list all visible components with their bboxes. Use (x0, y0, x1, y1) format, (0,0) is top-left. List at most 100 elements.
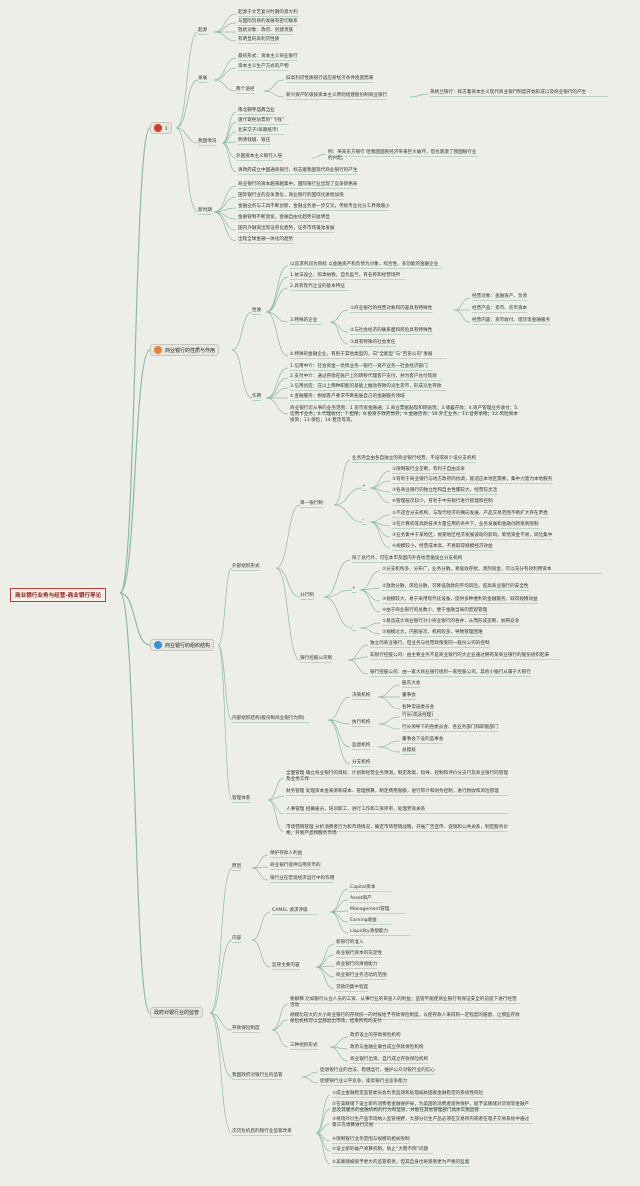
camel-item[interactable]: Capital资本 (350, 885, 376, 890)
origin-item[interactable]: 起源于文艺复兴时期的意大利 (238, 10, 298, 15)
decision-item[interactable]: 董事会 (402, 693, 416, 698)
execution-label[interactable]: 执行机构 (352, 720, 371, 725)
development-item[interactable]: 最初形式：资本主义商业银行 (238, 54, 298, 59)
path-item[interactable]: 新兴资产阶级按资本主义原则组建股份制商业银行 (286, 93, 388, 98)
deposit-item[interactable]: 要解释 比如银行从业人员的工资、从事行业的审查人的利益；监管不能使商业银行有保证… (290, 997, 517, 1008)
camel-item[interactable]: Earning收益 (350, 918, 377, 923)
unit-con[interactable]: ④规模较小，经营成本高，不易取得规模经济效益 (392, 544, 493, 549)
reason-item[interactable]: 保护存款人利益 (270, 851, 303, 856)
decision-item[interactable]: 各种常设委员会 (402, 705, 435, 710)
execution-item[interactable]: 行长(或总经理) (402, 713, 434, 718)
china-item[interactable]: 清政府成立中国通商银行，标志着我国现代商业银行的产生 (238, 168, 358, 173)
development-label[interactable]: 发展 (198, 76, 208, 81)
camel-item[interactable]: Asset资产 (350, 896, 372, 901)
branch-pro[interactable]: ③规模较大，易于采用现代化设备，提供多种便利的金融服务，取得规模效益 (382, 597, 538, 602)
unit-con[interactable]: ②在计算机等高新技术大量应用的条件下，业务发展和金融创新受到限制 (392, 522, 539, 527)
new-era-item[interactable]: 国内外融资出现证券化趋势，证券市场蓬勃发展 (238, 226, 335, 231)
china-item[interactable]: 南北朝寺庙典当业 (238, 108, 275, 113)
scope-label[interactable]: 监管主要内容 (272, 963, 300, 968)
china-reg-label[interactable]: 我国政府对银行业的监管 (232, 1073, 283, 1078)
china-item[interactable]: 唐代寄柜坊票的“飞钱” (238, 118, 285, 123)
pros-label[interactable]: + (352, 586, 356, 591)
branch-con[interactable]: ①易造成大商业银行对小商业银行的吞并，从而形成垄断，妨碍竞争 (382, 619, 520, 624)
nature-item[interactable]: 1.依法设立，照章纳税，自负盈亏，有名称和经营场所 (290, 273, 401, 278)
scope-item[interactable]: 商业银行资本的充足性 (336, 951, 382, 956)
nature-item[interactable]: 4.特殊的金融企业，有别于其他类型的，向“全能型”与“百货公司”发展 (290, 352, 433, 357)
role-item[interactable]: 2.支付中介：通过存款在账户上的转移代理客户支付，并为客户兑付现款 (290, 374, 437, 379)
crisis-item[interactable]: ②在美联储下设立新的消费者金融保护局，为美国的消费者提供保护，赋予美联储对贷款等… (332, 1102, 530, 1113)
unit-pro[interactable]: ③各商业银行的独立性和自主性都较大，经营较灵活 (392, 488, 498, 493)
nature-item[interactable]: 以追求利润为目标 以金融资产和负债为对象，综合性、多功能的金融企业 (290, 262, 439, 267)
object-item[interactable]: 经营产品：货币、货币资本 (472, 306, 528, 311)
china-item[interactable]: 明清钱铺、银庄 (238, 138, 271, 143)
deposit-label[interactable]: 存款保险制度 (232, 1026, 260, 1031)
hub-nature-role[interactable]: 商业银行的性质与作用 (150, 344, 220, 356)
management-item[interactable]: 市场营销管理 分析消费者行为和市场情况，确定市场营销战略，开展广告宣传、促销和公… (286, 825, 508, 836)
role-label[interactable]: 作用 (252, 394, 262, 399)
internal-label[interactable]: 内部组织结构(股份制商业银行为例) (232, 716, 305, 721)
agency-label[interactable]: 三种组织形式 (290, 1043, 318, 1048)
branch-label[interactable]: 分行制 (300, 593, 314, 598)
cons-label[interactable]: - (362, 518, 364, 523)
pros-label[interactable]: + (362, 484, 366, 489)
agency-item[interactable]: 政府与金融业联合成立存款保险机构 (350, 1045, 424, 1050)
new-era-item[interactable]: 金融管制不断放宽，金融自由化趋势日益明显 (238, 215, 330, 220)
paths-label[interactable]: 两个途径 (236, 87, 255, 92)
branch-pro[interactable]: ②放款分散，风险分散，可降低放款的平均风险，提高商业银行的安全性 (382, 584, 529, 589)
role-item[interactable]: 1.信用中介：社会资金—负债业务—银行—资产业务—社会经济部门 (290, 364, 428, 369)
cons-label[interactable]: - (352, 624, 354, 629)
scope-item[interactable]: 贷款的集中程度 (336, 985, 369, 990)
reason-item[interactable]: 银行业在宏观经济运行中的作用 (270, 876, 335, 881)
decision-label[interactable]: 决策机构 (352, 693, 371, 698)
management-item[interactable]: 人事管理 招募雇员，培训职工，进行工作和工资评审，处理劳资关系 (286, 807, 426, 812)
new-era-item[interactable]: 金融业务与工具不断创新，金融业务进一步交叉，传统专业化分工界限缩小 (238, 204, 390, 209)
new-era-label[interactable]: 新时期 (198, 208, 212, 213)
paths-note[interactable]: 英格兰银行：标志着资本主义现代商业银行制度开始形成以及商业银行的产生 (430, 90, 587, 95)
crisis-item[interactable]: ⑥美联储被赋予更大的监管职责，但其自身也将受到更为严格的监督 (332, 1160, 470, 1165)
role-scope[interactable]: 商业银行可从事的业务范围：1.货币资金融通；2.商业票据贴现和转贴现；3.储蓄存… (290, 406, 519, 423)
object-item[interactable]: 经营对象：金融资产、负债 (472, 294, 528, 299)
china-label[interactable]: 我国情况 (198, 139, 217, 144)
camel-item[interactable]: Liquidity清偿能力 (350, 929, 389, 934)
special-item[interactable]: ③具有特殊的社会责任 (350, 340, 396, 345)
reasons-label[interactable]: 原因 (232, 864, 242, 869)
holding-label[interactable]: 银行控股公司制 (300, 656, 333, 661)
branch-pro[interactable]: ④由于商业银行的总数少，便于金融当局的宏观管理 (382, 608, 488, 613)
role-item[interactable]: 3.信用创造：在以上两种职能的基础上推动存款的派生货币，形成派生存款 (290, 384, 442, 389)
role-item[interactable]: 4.金融服务：根据客户要求不断拓展自己的金融服务领域 (290, 394, 405, 399)
origin-label[interactable]: 起源 (198, 28, 208, 33)
camel-item[interactable]: Management管理 (350, 907, 390, 912)
scope-item[interactable]: 商业银行的清偿能力 (336, 962, 378, 967)
nature-label[interactable]: 性质 (252, 308, 262, 313)
nature-item[interactable]: 2.具有现代企业的基本特征 (290, 284, 345, 289)
branch-org-label[interactable]: 分支机构 (352, 760, 371, 765)
reason-item[interactable]: 商业银行提供信用货币的 (270, 863, 321, 868)
external-label[interactable]: 外部组织形式 (232, 564, 260, 569)
new-era-item[interactable]: 国际银行业的竞争激化，商业银行的国际化进程加快 (238, 193, 344, 198)
hub-regulation[interactable]: 政府对银行业的监管 (150, 1007, 204, 1018)
decision-item[interactable]: 股东大会 (402, 681, 421, 686)
unit-pro[interactable]: ②有利于商业银行与地方政府的协调，能适应本地区需要，集中力量为本地服务 (392, 477, 553, 482)
supervision-label[interactable]: 监督机构 (352, 743, 371, 748)
crisis-item[interactable]: ③将场外衍生产品市场纳入监管视野，大部分衍生产品必须在交易所内或者在电子交易系统… (332, 1117, 530, 1128)
special-label[interactable]: 3.特殊的企业 (290, 318, 318, 323)
management-item[interactable]: 全面管理 确立商业银行的目标、计划和经营业务预测，制定政策，指导、控制和评价分支… (286, 771, 508, 782)
hub-organization[interactable]: 商业银行的组织结构 (150, 639, 215, 651)
camel-label[interactable]: CAMEL 请求评级 (272, 908, 308, 913)
unit-intro[interactable]: 业务完全由各自独立的商业银行经营，不设或很少设分支机构 (352, 456, 477, 461)
unit-pro[interactable]: ④管理层次较少，有利于中央银行进行管理和控制 (392, 499, 493, 504)
unit-pro[interactable]: ①限制银行业垄断，有利于自由竞争 (392, 467, 466, 472)
root-topic[interactable]: 商业银行业务与经营-商业银行导论 (10, 588, 107, 602)
content-label[interactable]: 内容 (232, 936, 242, 941)
new-era-item[interactable]: 出现全球金融一体化的趋势 (238, 237, 294, 242)
management-label[interactable]: 管理体系 (232, 796, 251, 801)
special-item[interactable]: ②与社会经济的联系面和风险具有特殊性 (350, 328, 433, 333)
branch-con[interactable]: ②规模过大，内部层次、机构较多，导致管理困难 (382, 630, 483, 635)
supervision-item[interactable]: 董事会下设的监事会 (402, 737, 444, 742)
agency-item[interactable]: 商业银行出资，自行成立存款保险机构 (350, 1057, 429, 1062)
execution-item[interactable]: 行长领导下的各委员会、各业务部门和职能部门 (402, 725, 499, 730)
holding-item[interactable]: 非银行控股公司：由主要业务不是商业银行的大企业通过拥有某商业银行的股份组织起来 (370, 653, 550, 658)
holding-item[interactable]: 独立的商业银行，但业务与经营政策受同一股份公司的控制 (370, 641, 490, 646)
branch-pro[interactable]: ①分支机构多，分布广，业务分散，易吸收存款，调剂资金，可以充分有效利用资本 (382, 567, 552, 572)
china-item[interactable]: 北宋交子(早期纸币) (238, 128, 279, 133)
